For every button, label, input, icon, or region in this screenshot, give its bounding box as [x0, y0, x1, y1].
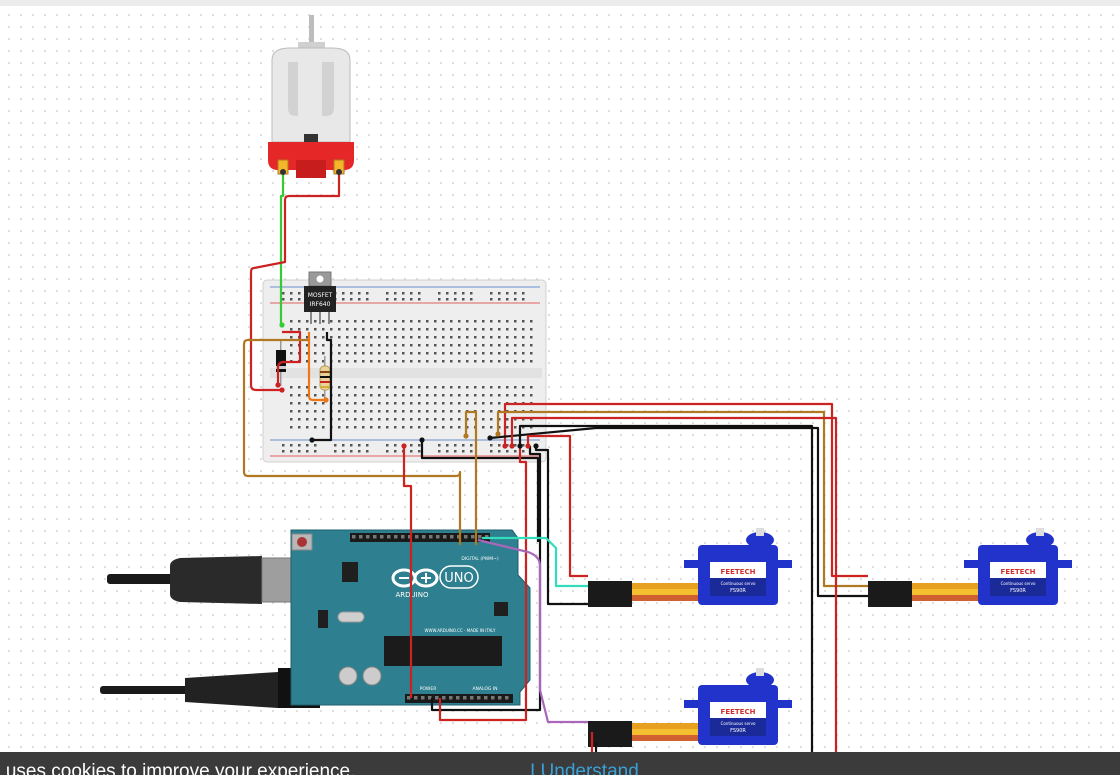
arduino-uno[interactable]: UNO ARDUINO DIGITAL (PWM~) POWER ANALOG …: [100, 529, 531, 708]
servo-3-subtitle: Continuous servo: [721, 721, 756, 726]
servo-1-brand: FEETECH: [721, 568, 756, 576]
arduino-power-label: POWER: [420, 686, 437, 692]
mosfet-label-2: IRF640: [310, 301, 331, 308]
servo-3-brand: FEETECH: [721, 708, 756, 716]
wire-pin-brown: [464, 410, 478, 545]
wire-brown-servo2: [496, 410, 868, 588]
servo-2-subtitle: Continuous servo: [1001, 581, 1036, 586]
wire-cyan: [482, 536, 588, 588]
cookie-accept-link[interactable]: I Understand: [530, 761, 639, 775]
wire-motor-green: [279, 170, 285, 325]
arduino-site: WWW.ARDUINO.CC - MADE IN ITALY: [425, 628, 496, 633]
servo-3-model: FS90R: [730, 728, 746, 734]
servo-2-brand: FEETECH: [1001, 568, 1036, 576]
servo-3[interactable]: FEETECH Continuous servo FS90R: [588, 668, 792, 747]
arduino-analog-label: ANALOG IN: [472, 686, 497, 692]
cookie-consent-bar: e uses cookies to improve your experienc…: [0, 752, 1120, 775]
wire-black-servo1: [534, 446, 588, 606]
wire-diode-red: [276, 330, 302, 385]
wire-mosfet-black: [312, 332, 333, 442]
wire-red-gnd: [438, 446, 528, 722]
wire-black-servo2: [489, 426, 868, 598]
mosfet[interactable]: MOSFET IRF640: [304, 271, 336, 324]
wire-orange: [307, 332, 326, 402]
wire-motor-red: [249, 170, 341, 392]
servo-1-subtitle: Continuous servo: [721, 581, 756, 586]
wire-red-servo2: [503, 402, 868, 578]
arduino-digital-label: DIGITAL (PWM~): [461, 556, 499, 562]
servo-1[interactable]: FEETECH Continuous servo FS90R: [588, 528, 792, 607]
mosfet-label-1: MOSFET: [308, 292, 333, 299]
arduino-brand: ARDUINO: [396, 591, 429, 599]
wire-red-servo1: [526, 434, 588, 578]
servo-2[interactable]: FEETECH Continuous servo FS90R: [868, 528, 1072, 607]
wire-5v-red: [402, 446, 413, 698]
wire-brown-left: [242, 338, 462, 545]
wire-purple: [477, 538, 588, 724]
wire-gnd-black: [420, 440, 540, 542]
dc-motor[interactable]: [268, 15, 354, 178]
circuit-canvas[interactable]: MOSFET IRF640: [0, 6, 1120, 775]
cookie-consent-text: e uses cookies to improve your experienc…: [0, 761, 356, 775]
arduino-model: UNO: [444, 571, 473, 586]
arduino-logo: UNO ARDUINO: [391, 565, 479, 599]
servo-2-model: FS90R: [1010, 588, 1026, 594]
servo-1-model: FS90R: [730, 588, 746, 594]
top-toolbar-strip: [0, 0, 1120, 6]
